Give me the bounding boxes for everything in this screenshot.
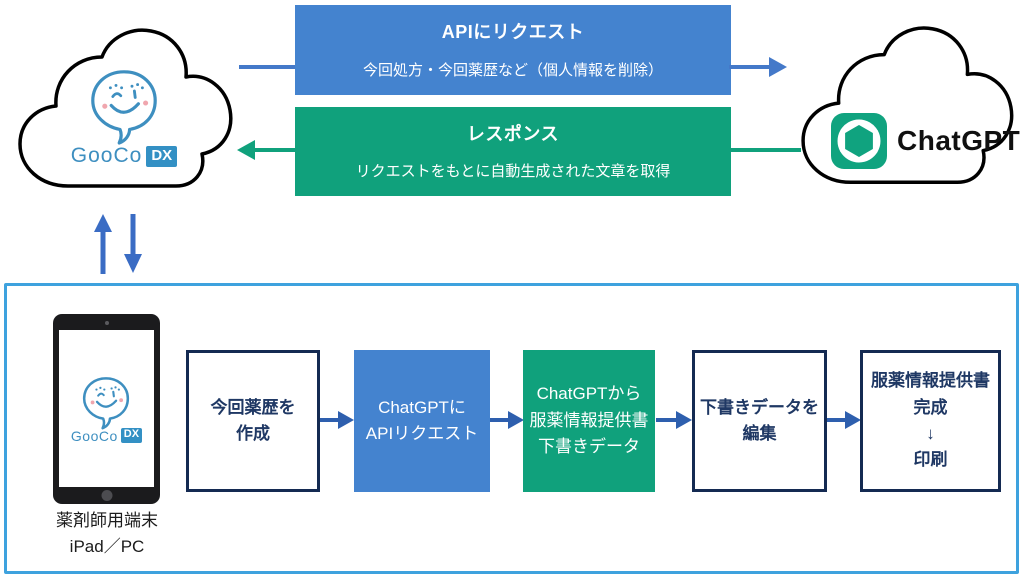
pharmacist-tablet: GooCo DX xyxy=(53,314,160,504)
response-box: レスポンス リクエストをもとに自動生成された文章を取得 xyxy=(295,107,731,196)
device-caption: 薬剤師用端末 iPad／PC xyxy=(56,511,158,556)
tablet-screen: GooCo DX xyxy=(59,330,154,487)
tablet-camera-icon xyxy=(104,321,109,325)
step-api-request: ChatGPTに APIリクエスト xyxy=(354,350,490,492)
workflow-panel xyxy=(4,283,1019,574)
response-line-right xyxy=(729,148,801,152)
up-down-arrows-icon xyxy=(94,214,142,274)
chatgpt-wordmark: ChatGPT xyxy=(897,125,1021,156)
cloud-shape-icon xyxy=(801,26,1014,185)
gooco-dx-badge: DX xyxy=(146,145,178,167)
api-request-box: APIにリクエスト 今回処方・今回薬歴など（個人情報を削除） xyxy=(295,5,731,95)
tablet-home-button-icon xyxy=(101,490,112,501)
gooco-dx-badge: DX xyxy=(120,428,143,443)
arrow-right-icon xyxy=(729,57,787,77)
step-edit-draft: 下書きデータを 編集 xyxy=(692,350,827,492)
response-title: レスポンス xyxy=(466,124,560,144)
step-label: 服薬情報提供書 完成 ↓ 印刷 xyxy=(871,371,990,470)
gooco-brand-text: GooCo xyxy=(70,427,118,444)
request-title: APIにリクエスト xyxy=(441,22,585,42)
flow-arrow-right-icon xyxy=(656,411,692,429)
step-label: 下書きデータを 編集 xyxy=(700,397,819,443)
arrow-left-icon xyxy=(237,140,297,160)
step-draft-data: ChatGPTから 服薬情報提供書 下書きデータ xyxy=(523,350,655,492)
gooco-dx-logo: GooCo DX xyxy=(56,66,192,168)
flow-arrow-right-icon xyxy=(320,411,354,429)
step-label: ChatGPTに APIリクエスト xyxy=(365,397,479,443)
flow-arrow-right-icon xyxy=(490,411,524,429)
request-subtitle: 今回処方・今回薬歴など（個人情報を削除） xyxy=(362,62,663,79)
flow-arrow-right-icon xyxy=(827,411,861,429)
gooco-brand-text: GooCo xyxy=(70,144,143,167)
request-line-left xyxy=(239,65,295,69)
step-complete-print: 服薬情報提供書 完成 ↓ 印刷 xyxy=(860,350,1001,492)
gooco-dx-logo: GooCo DX xyxy=(70,374,143,444)
gooco-face-icon xyxy=(91,70,157,145)
gooco-face-icon xyxy=(83,376,130,429)
response-subtitle: リクエストをもとに自動生成された文章を取得 xyxy=(355,163,671,180)
step-label: 今回薬歴を 作成 xyxy=(210,397,296,443)
step-create-medication-history: 今回薬歴を 作成 xyxy=(186,350,320,492)
step-label: ChatGPTから 服薬情報提供書 下書きデータ xyxy=(529,384,649,457)
openai-logo-icon xyxy=(831,113,887,169)
